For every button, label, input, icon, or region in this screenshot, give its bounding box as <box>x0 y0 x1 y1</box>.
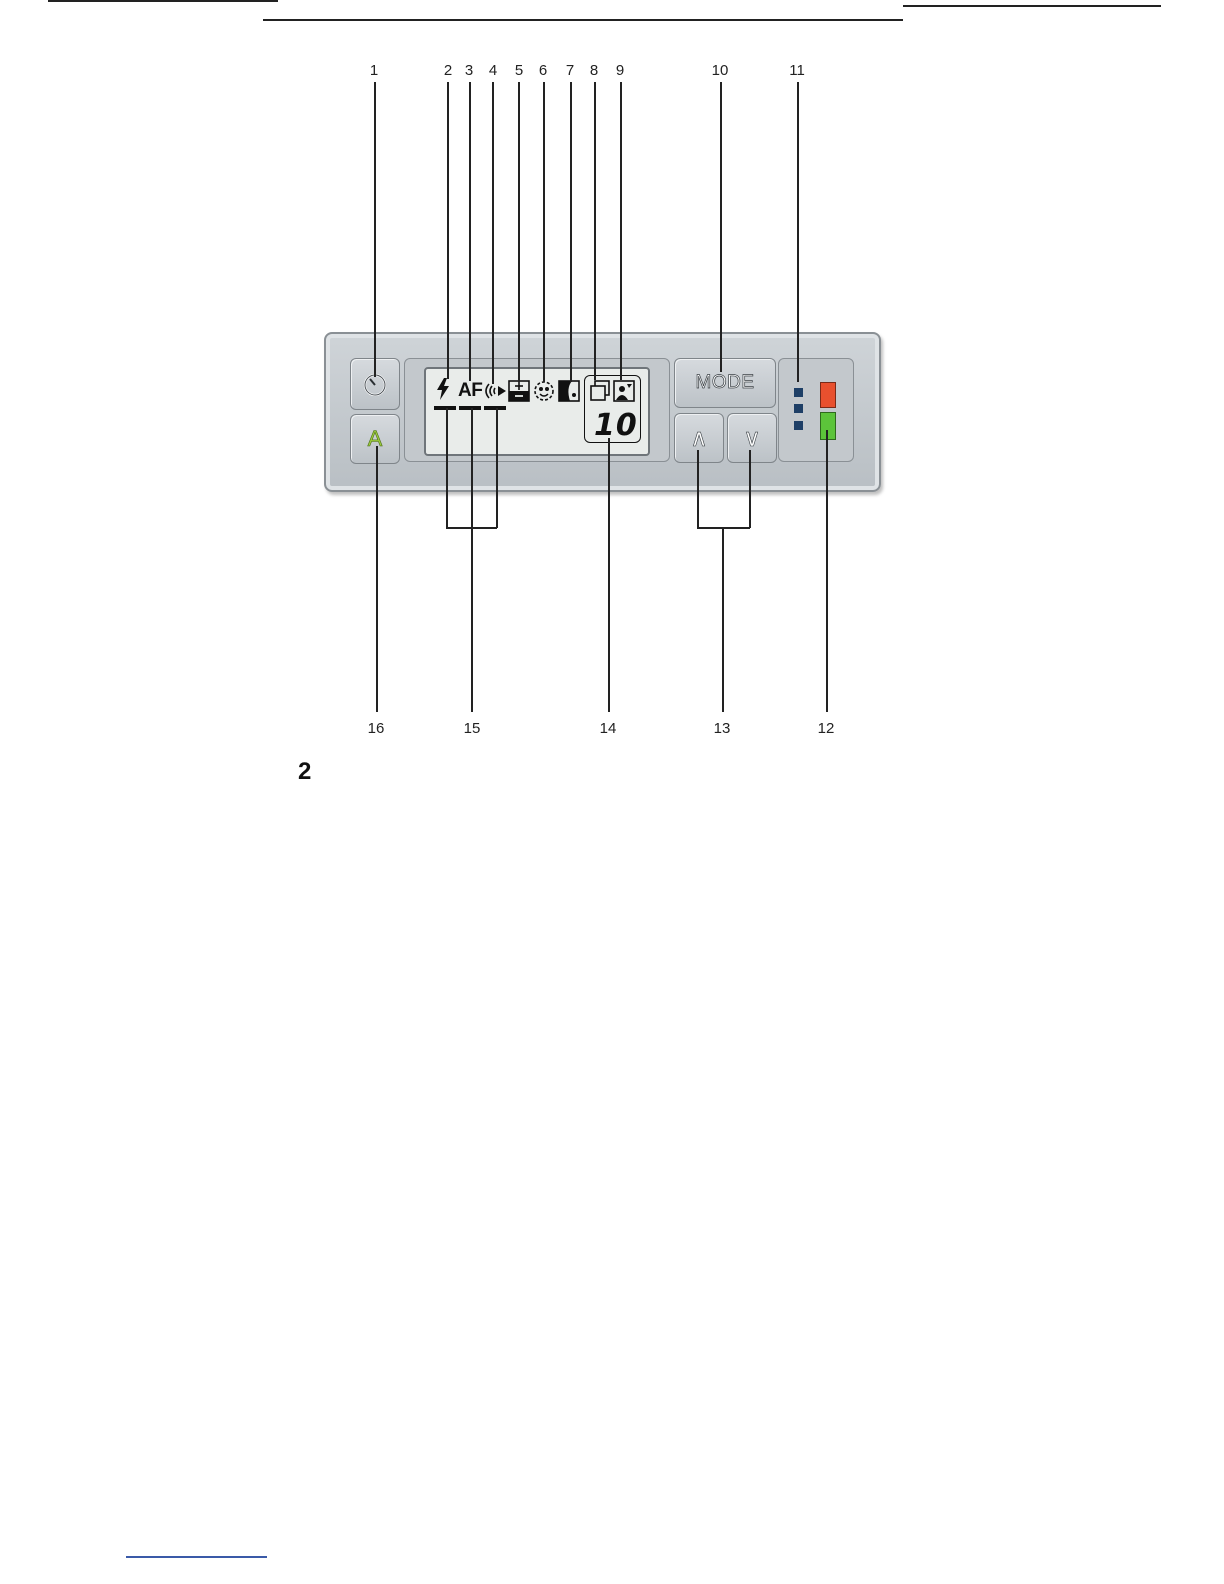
callout-15: 15 <box>464 720 481 737</box>
bottom-rule <box>126 1556 267 1558</box>
red-led <box>820 382 836 408</box>
callout-6: 6 <box>539 62 547 79</box>
exposure-compensation-icon <box>508 380 530 407</box>
indicator-dot-3 <box>794 421 803 430</box>
leader-13-left <box>697 450 699 528</box>
top-rule-right <box>903 5 1161 7</box>
callout-1: 1 <box>370 62 378 79</box>
figure-number: 2 <box>298 758 311 786</box>
callout-11: 11 <box>789 62 805 79</box>
leader-1 <box>374 82 376 377</box>
up-button[interactable]: ∧ <box>674 413 724 463</box>
callout-8: 8 <box>590 62 598 79</box>
callout-2: 2 <box>444 62 452 79</box>
leader-2 <box>447 82 449 379</box>
callout-9: 9 <box>616 62 624 79</box>
callout-3: 3 <box>465 62 473 79</box>
af-assist-icon <box>483 382 507 405</box>
down-arrow-icon: ∨ <box>743 424 761 453</box>
callout-4: 4 <box>489 62 497 79</box>
down-button[interactable]: ∨ <box>727 413 777 463</box>
leader-13-bar <box>697 527 750 529</box>
callout-10: 10 <box>712 62 729 79</box>
leader-16 <box>376 446 378 712</box>
leader-15 <box>471 408 473 712</box>
up-arrow-icon: ∧ <box>690 424 708 453</box>
leader-8 <box>594 82 596 380</box>
af-underline <box>459 406 481 410</box>
af-assist-underline <box>484 406 506 410</box>
callout-16: 16 <box>368 720 385 737</box>
leader-13-right <box>749 450 751 528</box>
flash-icon <box>436 378 450 405</box>
frame-counter: 10 <box>594 408 638 443</box>
leader-14 <box>608 438 610 712</box>
leader-6 <box>543 82 545 382</box>
backlight-icon <box>558 380 580 407</box>
leader-5 <box>518 82 520 382</box>
leader-4 <box>492 82 494 384</box>
leader-7 <box>570 82 572 382</box>
callout-5: 5 <box>515 62 523 79</box>
red-eye-icon <box>533 380 555 407</box>
callout-14: 14 <box>600 720 617 737</box>
auto-button[interactable]: A <box>350 414 400 464</box>
top-rule-left <box>48 0 278 2</box>
leader-15-left <box>446 408 448 528</box>
leader-3 <box>469 82 471 381</box>
leader-11 <box>797 82 799 382</box>
flash-underline <box>434 406 456 410</box>
leader-9 <box>620 82 622 380</box>
leader-13 <box>722 527 724 712</box>
callout-12: 12 <box>818 720 835 737</box>
callout-7: 7 <box>566 62 574 79</box>
mode-button[interactable]: MODE <box>674 358 776 408</box>
mode-button-label: MODE <box>696 372 755 394</box>
auto-button-label: A <box>368 426 383 452</box>
top-rule-center <box>263 19 903 21</box>
indicator-dot-1 <box>794 388 803 397</box>
indicator-dot-2 <box>794 404 803 413</box>
leader-10 <box>720 82 722 372</box>
leader-15-right <box>496 408 498 528</box>
indicator-housing <box>778 358 854 462</box>
green-led <box>820 412 836 440</box>
leader-12 <box>826 430 828 712</box>
callout-13: 13 <box>714 720 731 737</box>
af-indicator: AF <box>458 380 482 402</box>
